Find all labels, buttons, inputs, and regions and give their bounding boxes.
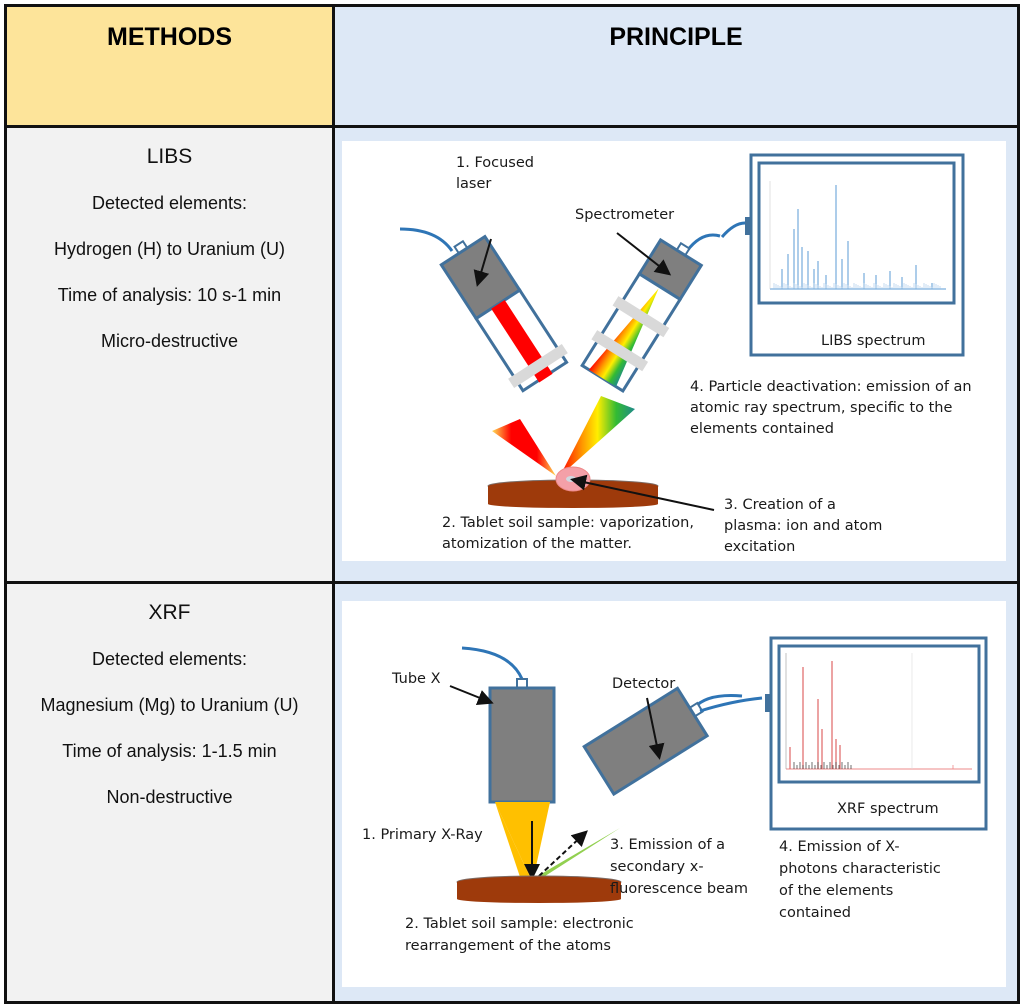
libs-diagram-panel: 1. Focused laser Spectrometer LIBS spect… — [342, 141, 1006, 561]
tube-cable — [461, 646, 524, 680]
step4-label: 4. Particle deactivation: emission of an — [690, 379, 972, 395]
spectrometer-label: Spectrometer — [575, 207, 674, 223]
svg-text:laser: laser — [456, 176, 491, 192]
svg-text:atomic ray spectrum, specific: atomic ray spectrum, specific to the — [690, 400, 952, 416]
principle-header-cell: PRINCIPLE — [335, 7, 1017, 125]
xrf-diagram: Tube X Detector XRF spectrum 1. Primary … — [362, 636, 988, 954]
primary-xray-beam — [495, 802, 550, 877]
laser-cable — [399, 227, 454, 252]
emission-beam — [560, 396, 635, 476]
methods-header-cell: METHODS — [7, 7, 332, 125]
method-name: LIBS — [146, 145, 193, 168]
methods-header: METHODS — [107, 23, 232, 51]
detected-label: Detected elements: — [91, 193, 248, 213]
libs-principle-cell: 1. Focused laser Spectrometer LIBS spect… — [335, 128, 1017, 581]
destructiveness: Micro-destructive — [100, 331, 239, 351]
xray-tube — [488, 686, 556, 804]
svg-text:of the elements: of the elements — [779, 883, 893, 899]
svg-text:contained: contained — [779, 905, 851, 921]
methods-principle-table: METHODS PRINCIPLE LIBS Detected elements… — [4, 4, 1020, 1004]
spectrum-connector — [765, 694, 771, 712]
svg-text:elements contained: elements contained — [690, 421, 834, 437]
step3-label: 3. Emission of a — [610, 837, 725, 853]
detector-label: Detector — [612, 676, 675, 692]
step2-label: 2. Tablet soil sample: vaporization, — [442, 515, 694, 531]
spectrometer-cable — [685, 233, 721, 252]
svg-text:rearrangement of the atoms: rearrangement of the atoms — [405, 938, 611, 954]
xrf-method-cell: XRF Detected elements: Magnesium (Mg) to… — [7, 584, 332, 1001]
svg-text:fluorescence beam: fluorescence beam — [610, 881, 748, 897]
analysis-time: Time of analysis: 10 s-1 min — [57, 285, 282, 305]
principle-header: PRINCIPLE — [609, 23, 743, 51]
elements-range: Magnesium (Mg) to Uranium (U) — [40, 695, 299, 715]
fluorescence-beam — [536, 796, 670, 878]
spectrometer-device — [580, 237, 704, 393]
svg-text:excitation: excitation — [724, 539, 795, 555]
step2-label: 2. Tablet soil sample: electronic — [405, 916, 634, 932]
xrf-principle-cell: Tube X Detector XRF spectrum 1. Primary … — [335, 584, 1017, 1001]
spectrum-connector — [745, 217, 751, 235]
tube-label: Tube X — [391, 671, 441, 687]
svg-text:photons characteristic: photons characteristic — [779, 861, 941, 877]
detected-label: Detected elements: — [91, 649, 248, 669]
destructiveness: Non-destructive — [106, 787, 233, 807]
laser-beam — [492, 419, 556, 476]
step3-label: 3. Creation of a — [724, 497, 836, 513]
xrf-diagram-panel: Tube X Detector XRF spectrum 1. Primary … — [342, 601, 1006, 987]
xrf-spectrum-title: XRF spectrum — [837, 801, 939, 817]
xrf-spectrum-plot — [785, 653, 972, 770]
libs-method-cell: LIBS Detected elements: Hydrogen (H) to … — [7, 128, 332, 581]
step1-label: 1. Focused — [456, 155, 534, 171]
analysis-time: Time of analysis: 1-1.5 min — [62, 741, 277, 761]
svg-text:atomization of the matter.: atomization of the matter. — [442, 536, 632, 552]
elements-range: Hydrogen (H) to Uranium (U) — [53, 239, 286, 259]
svg-text:plasma: ion and atom: plasma: ion and atom — [724, 518, 882, 534]
libs-diagram: 1. Focused laser Spectrometer LIBS spect… — [399, 153, 972, 555]
libs-spectrum-plot — [769, 181, 946, 290]
svg-text:secondary x-: secondary x- — [610, 859, 704, 875]
method-name: XRF — [148, 601, 191, 624]
step1-label: 1. Primary X-Ray — [362, 827, 483, 843]
laser-device — [439, 234, 569, 393]
detector-device — [582, 686, 710, 797]
libs-spectrum-title: LIBS spectrum — [821, 333, 925, 349]
step4-label: 4. Emission of X- — [779, 839, 900, 855]
